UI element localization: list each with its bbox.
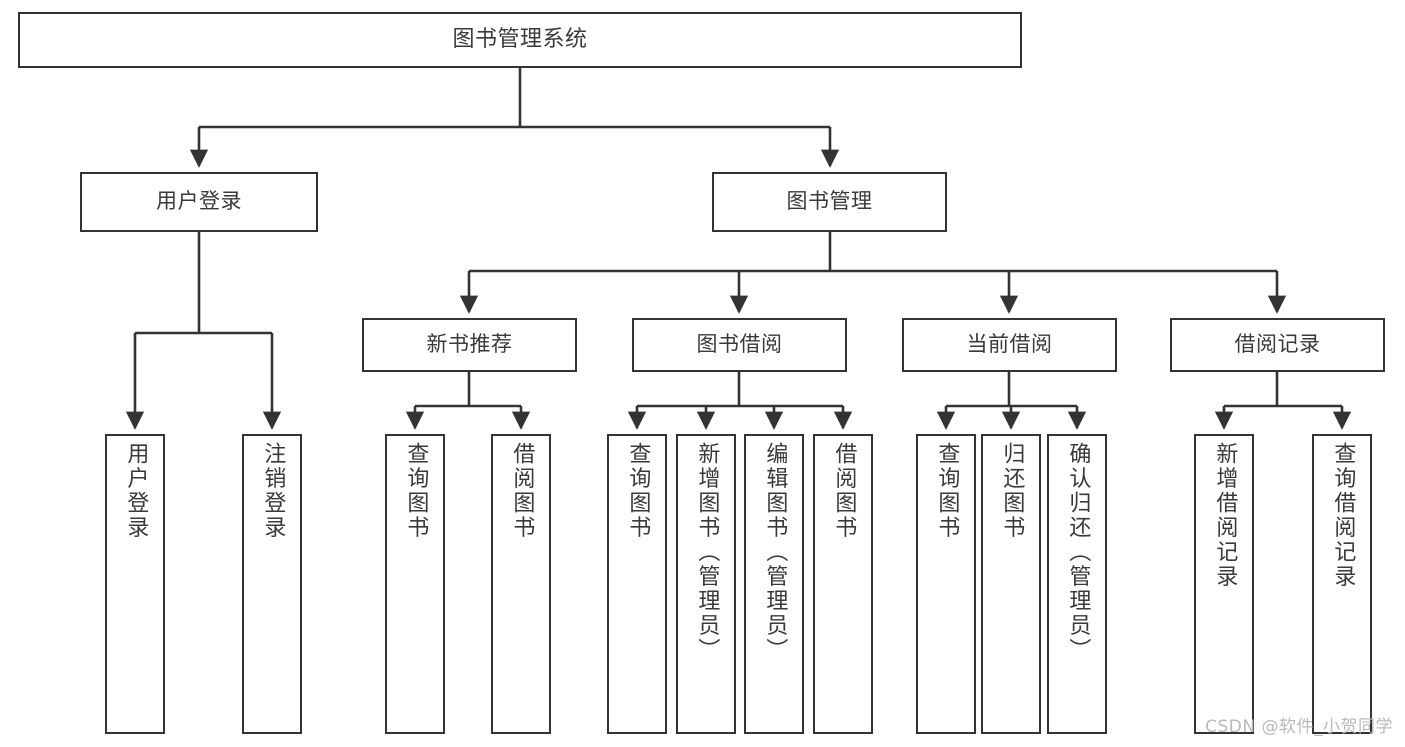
node-label: 编辑图书（管理员） bbox=[762, 442, 788, 663]
node-label: 新增图书（管理员） bbox=[694, 442, 720, 663]
node-label: 归还图书 bbox=[999, 442, 1025, 540]
leaf-user-login[interactable]: 用户登录 bbox=[105, 434, 165, 734]
leaf-query-book-current[interactable]: 查询图书 bbox=[916, 434, 976, 734]
node-current-borrow[interactable]: 当前借阅 bbox=[902, 318, 1117, 372]
node-new-book-recommend[interactable]: 新书推荐 bbox=[362, 318, 577, 372]
node-borrow-record[interactable]: 借阅记录 bbox=[1170, 318, 1385, 372]
leaf-query-book-borrow[interactable]: 查询图书 bbox=[607, 434, 667, 734]
leaf-borrow-book-newbook[interactable]: 借阅图书 bbox=[491, 434, 551, 734]
leaf-add-book-admin[interactable]: 新增图书（管理员） bbox=[676, 434, 736, 734]
node-label: 图书管理系统 bbox=[452, 26, 588, 52]
leaf-confirm-return-admin[interactable]: 确认归还（管理员） bbox=[1047, 434, 1107, 734]
node-label: 借阅记录 bbox=[1234, 332, 1321, 357]
node-label: 新书推荐 bbox=[426, 332, 513, 357]
leaf-logout-login[interactable]: 注销登录 bbox=[242, 434, 302, 734]
node-root-book-management-system[interactable]: 图书管理系统 bbox=[18, 12, 1022, 68]
csdn-watermark: CSDN @软件_小贺同学 bbox=[1205, 717, 1393, 737]
node-book-borrow[interactable]: 图书借阅 bbox=[632, 318, 847, 372]
leaf-query-borrow-record[interactable]: 查询借阅记录 bbox=[1312, 434, 1372, 734]
node-label: 借阅图书 bbox=[509, 442, 535, 540]
node-label: 用户登录 bbox=[156, 189, 242, 214]
node-label: 新增借阅记录 bbox=[1212, 442, 1238, 589]
leaf-edit-book-admin[interactable]: 编辑图书（管理员） bbox=[744, 434, 804, 734]
leaf-return-book[interactable]: 归还图书 bbox=[981, 434, 1041, 734]
node-label: 查询图书 bbox=[934, 442, 960, 540]
node-label: 查询借阅记录 bbox=[1330, 442, 1356, 589]
node-label: 借阅图书 bbox=[831, 442, 857, 540]
node-label: 查询图书 bbox=[625, 442, 651, 540]
leaf-add-borrow-record[interactable]: 新增借阅记录 bbox=[1194, 434, 1254, 734]
node-label: 查询图书 bbox=[403, 442, 429, 540]
node-user-login[interactable]: 用户登录 bbox=[80, 172, 318, 232]
leaf-borrow-book-borrow[interactable]: 借阅图书 bbox=[813, 434, 873, 734]
node-label: 用户登录 bbox=[123, 442, 149, 540]
node-label: 图书借阅 bbox=[696, 332, 783, 357]
node-label: 当前借阅 bbox=[966, 332, 1053, 357]
node-label: 确认归还（管理员） bbox=[1065, 442, 1091, 663]
node-label: 图书管理 bbox=[786, 189, 873, 214]
node-book-management[interactable]: 图书管理 bbox=[712, 172, 947, 232]
node-label: 注销登录 bbox=[260, 442, 286, 540]
leaf-query-book-newbook[interactable]: 查询图书 bbox=[385, 434, 445, 734]
